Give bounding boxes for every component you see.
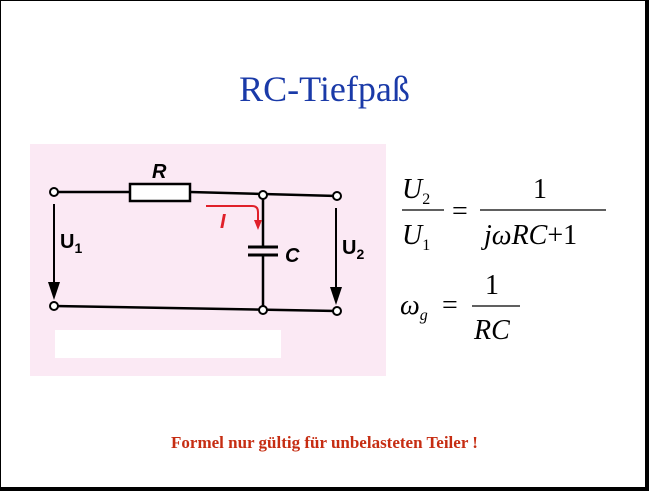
circuit-panel: R I C U1 U2 — [30, 144, 386, 376]
cutoff-frequency-formula: ωg = 1 RC — [400, 270, 520, 346]
terminal-in-bottom — [49, 301, 59, 311]
terminal-out-bottom — [332, 306, 342, 316]
blank-strip — [55, 330, 281, 358]
tf-rhs-den-j: j — [481, 220, 492, 251]
cf-omega-symbol: ω — [400, 290, 420, 321]
tf-num: U2 — [402, 174, 430, 208]
u2-label: U2 — [342, 237, 364, 262]
u1-arrow-head — [48, 282, 60, 300]
cf-num: 1 — [485, 270, 499, 301]
u1-subscript: 1 — [74, 240, 82, 256]
u2-symbol: U — [342, 237, 356, 259]
terminal-out-top — [332, 191, 342, 201]
terminal-in-top — [49, 187, 59, 197]
tf-rhs-num: 1 — [533, 174, 547, 205]
tf-rhs-den-rc: RC — [511, 220, 548, 251]
tf-den: U1 — [402, 220, 430, 254]
tf-rhs-den-plus: +1 — [547, 220, 577, 251]
tf-num-sub: 2 — [422, 191, 430, 208]
cf-equals: = — [442, 290, 458, 321]
validity-note: Formel nur gültig für unbelasteten Teile… — [171, 433, 478, 452]
rc-lowpass-circuit: R I C U1 U2 — [48, 161, 364, 316]
tf-den-sub: 1 — [422, 237, 430, 254]
resistor — [128, 182, 192, 203]
current-label: I — [220, 211, 226, 233]
current-arrow — [206, 205, 259, 222]
u1-symbol: U — [60, 231, 74, 253]
slide-title: RC-Tiefpaß — [239, 69, 410, 109]
u1-label: U1 — [60, 231, 82, 256]
current-arrow-head — [254, 220, 262, 230]
tf-equals: = — [452, 196, 468, 227]
node-bottom — [258, 305, 268, 315]
node-top — [258, 190, 268, 200]
cf-omega: ωg — [400, 290, 428, 324]
tf-num-symbol: U — [402, 174, 424, 205]
transfer-function-formula: U2 U1 = 1 jωRC+1 — [402, 174, 606, 254]
capacitor-label: C — [285, 245, 300, 267]
cf-omega-sub: g — [420, 307, 428, 324]
u2-arrow-head — [330, 287, 342, 305]
tf-rhs-den-omega: ω — [492, 220, 512, 251]
bottom-wire — [53, 304, 338, 313]
tf-den-symbol: U — [402, 220, 424, 251]
tf-rhs-den: jωRC+1 — [481, 220, 577, 251]
cf-den: RC — [473, 315, 510, 346]
resistor-label: R — [152, 161, 167, 183]
u2-subscript: 2 — [356, 246, 364, 262]
